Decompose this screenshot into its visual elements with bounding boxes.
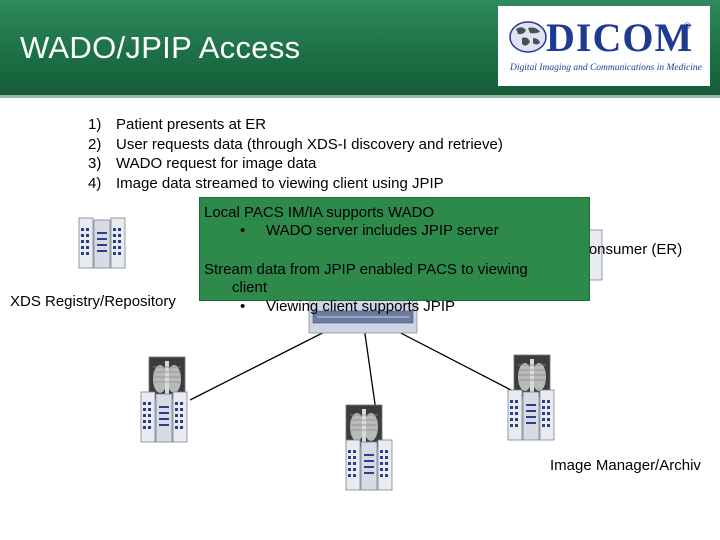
step-number: 1) [88,116,102,133]
callout-bullet-viewing-client: • Viewing client supports JPIP [240,298,455,315]
registry-repository-label: XDS Registry/Repository [10,293,176,310]
server-rack-icon [507,389,555,441]
callout-box [199,197,590,301]
step-item: 1) Patient presents at ER [88,115,503,135]
bullet-symbol: • [240,298,246,315]
step-text: Image data streamed to viewing client us… [116,174,444,192]
step-text: WADO request for image data [116,155,317,172]
callout-line-wado: Local PACS IM/IA supports WADO [204,204,435,221]
page-title: WADO/JPIP Access [20,30,301,65]
step-number: 3) [88,155,102,172]
step-number: 2) [88,135,102,153]
globe-icon [509,21,547,53]
bullet-symbol: • [240,222,246,239]
step-item: 4) Image data streamed to viewing client … [88,174,503,194]
server-rack-icon [78,217,126,269]
callout-bullet-text: Viewing client supports JPIP [266,298,455,315]
callout-bullet-jpip-server: • WADO server includes JPIP server [240,222,499,239]
step-text: User requests data (through XDS-I discov… [116,135,503,153]
server-rack-icon [140,391,188,443]
trademark-mark: ® [684,21,691,31]
logo-tagline: Digital Imaging and Communications in Me… [510,63,702,73]
consumer-label: Consumer (ER) [578,241,683,258]
callout-bullet-text: WADO server includes JPIP server [266,222,499,239]
logo-wordmark: DICOM [546,15,694,60]
step-item: 2) User requests data (through XDS-I disc… [88,135,503,155]
server-rack-icon [345,439,393,491]
step-item: 3) WADO request for image data [88,154,503,174]
banner-divider [0,95,720,98]
dicom-logo: DICOM ® Digital Imaging and Communicatio… [498,6,710,86]
callout-line-stream: Stream data from JPIP enabled PACS to vi… [204,261,528,278]
network-switch-icon [308,298,418,334]
callout-line-stream-cont: client [232,279,268,296]
step-list: 1) Patient presents at ER 2) User requests… [88,115,503,193]
image-manager-label: Image Manager/Archiv [550,457,701,474]
step-text: Patient presents at ER [116,116,267,133]
step-number: 4) [88,174,102,192]
